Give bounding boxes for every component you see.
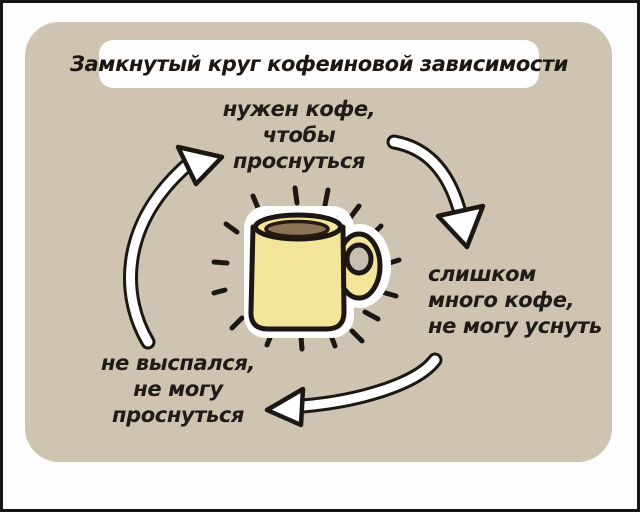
cycle-step-sleep-deprived: не выспался, не могу проснуться (101, 351, 255, 427)
cycle-step-need-coffee: нужен кофе, чтобы проснуться (222, 97, 376, 173)
cycle-arrow-left (264, 352, 443, 428)
cycle-arrow-up-right (123, 144, 225, 350)
coffee-mug-icon (244, 206, 391, 338)
diagram-title: Замкнутый круг кофеиновой зависимости (70, 52, 568, 76)
cycle-step-too-much-coffee: слишком много кофе, не могу уснуть (428, 262, 602, 338)
title-box: Замкнутый круг кофеиновой зависимости (70, 40, 568, 88)
sparkle-rays (211, 185, 402, 352)
mug-handle-hole (344, 242, 374, 276)
mug-body (248, 224, 347, 332)
cycle-arrow-down-right (386, 134, 486, 250)
coffee-surface (264, 219, 330, 239)
